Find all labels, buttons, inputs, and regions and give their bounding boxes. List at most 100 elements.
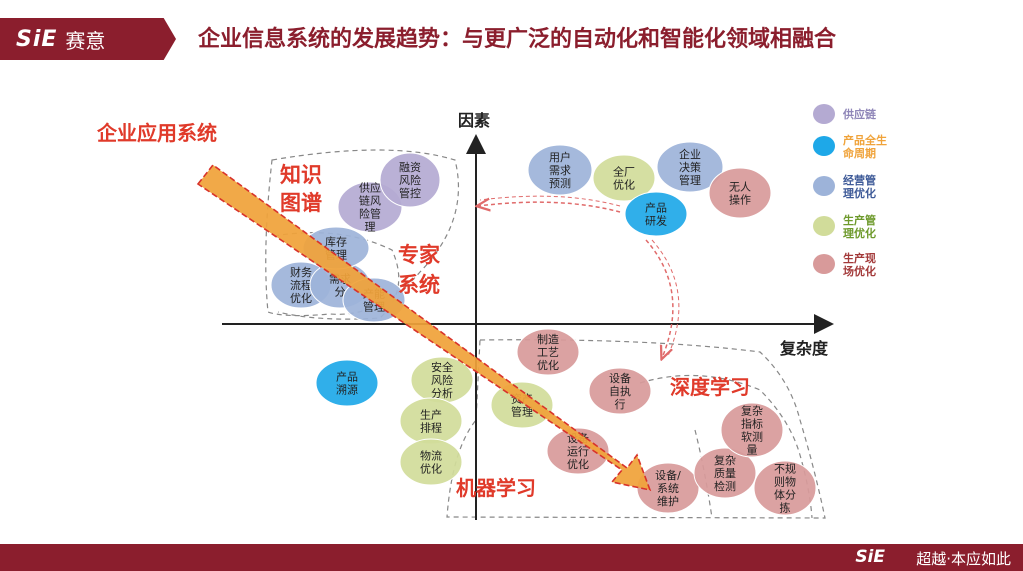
bubble-label-line: 物流 [420, 449, 442, 463]
legend-swatch [813, 104, 835, 124]
legend-item: 供应链 [813, 104, 877, 124]
flow-arrow-left-shadow [479, 195, 621, 207]
footer-bar: SiE 超越·本应如此 [0, 544, 1023, 571]
bubble-label-line: 优化 [567, 457, 589, 471]
brand-logo-word: 赛意 [65, 28, 106, 53]
bubble-label-line: 研发 [645, 214, 667, 228]
legend-label-line: 生产现 [843, 251, 876, 265]
bubble-label-line: 体分 [774, 488, 796, 502]
bubble-label-line: 险管 [359, 207, 381, 221]
bubble-shape [490, 381, 554, 429]
bubble-label-line: 运行 [567, 445, 589, 458]
bubble-shape [624, 191, 688, 237]
bubble-asset-management: 资产管理 [490, 381, 554, 429]
bubble-label-line: 软测 [741, 430, 763, 444]
bubble-label-line: 产品 [336, 370, 358, 384]
legend-label-line: 理优化 [843, 186, 876, 200]
knowledge-graph-label-line-1: 知识 [280, 163, 322, 187]
legend-label-line: 生产管 [843, 213, 876, 227]
bubble-label-line: 链风 [359, 194, 381, 208]
bubble-shape [720, 402, 784, 458]
bubble-label-line: 排程 [420, 421, 442, 435]
expert-system-label-line-2: 系统 [398, 273, 440, 297]
bubble-label-line: 优化 [420, 462, 442, 476]
bubble-shape [379, 152, 441, 208]
bubble-shape [693, 447, 757, 499]
bubble-label-line: 溯源 [336, 383, 358, 397]
flow-arrow-down-shadow [651, 239, 680, 357]
legend-label-line: 理优化 [843, 226, 876, 240]
bubble-label-line: 风险 [399, 173, 421, 187]
footer-slogan: 超越·本应如此 [916, 550, 1011, 568]
bubble-label-line: 自执 [609, 384, 631, 398]
bubble-label-line: 需求 [549, 164, 571, 177]
bubble-label-line: 流程 [290, 278, 312, 292]
bubble-label-line: 工艺 [537, 346, 559, 359]
legend-swatch [813, 136, 835, 156]
bubble-label-line: 企业 [679, 147, 701, 161]
legend-label-line: 命周期 [842, 146, 876, 160]
enterprise-apps-trend-arrow [196, 163, 652, 492]
bubble-label-line: 操作 [729, 193, 751, 207]
bubble-label-line: 优化 [613, 178, 635, 192]
bubble-label-line: 分析 [431, 386, 453, 400]
bubble-label-line: 决策 [679, 160, 701, 174]
bubble-label-line: 行 [615, 398, 626, 411]
bubble-label-line: 拣 [780, 501, 791, 515]
bubble-label-line: 设备/ [655, 468, 681, 482]
bubble-label-line: 预测 [549, 177, 571, 190]
legend-swatch [813, 254, 835, 274]
bubble-label-line: 理 [365, 221, 376, 234]
legend-label-line: 经营管 [843, 173, 876, 187]
legend-label-line: 产品全生 [843, 133, 887, 147]
enterprise-apps-label: 企业应用系统 [96, 121, 217, 145]
bubble-label-line: 维护 [657, 494, 679, 508]
bubble-label-line: 量 [747, 444, 758, 457]
bubble-label-line: 生产 [420, 408, 442, 422]
bubble-label-line: 复杂 [714, 453, 736, 467]
legend-swatch [813, 176, 835, 196]
bubble-label-line: 检测 [714, 479, 736, 493]
knowledge-graph-label-line-2: 图谱 [280, 191, 322, 215]
bubble-label-line: 优化 [290, 291, 312, 305]
legend-label-line: 供应链 [842, 107, 877, 121]
bubble-label-line: 设备 [609, 371, 631, 385]
bubble-shape [527, 144, 593, 196]
bubble-layer: 财务流程优化需求分库存管理供应链风险管理融资风险管控产能管理用户需求预测全厂优化… [270, 141, 817, 516]
footer-logo-mark: SiE [855, 547, 885, 567]
bubble-label-line: 融资 [399, 161, 421, 174]
page-title: 企业信息系统的发展趋势：与更广泛的自动化和智能化领域相融合 [198, 27, 837, 52]
bubble-label-line: 分 [335, 286, 346, 299]
bubble-shape [516, 328, 580, 376]
bubble-label-line: 供应 [359, 181, 381, 195]
bubble-label-line: 库存 [325, 235, 347, 249]
flow-arrow-left [478, 202, 621, 213]
bubble-label-line: 指标 [741, 417, 763, 431]
bubble-label-line: 不规 [774, 462, 796, 476]
bubble-label-line: 管理 [511, 405, 533, 419]
bubble-shape [588, 367, 652, 415]
bubble-shape [592, 154, 656, 202]
bubble-label-line: 全厂 [613, 165, 635, 179]
bubble-label-line: 制造 [537, 332, 559, 346]
bubble-shape [399, 438, 463, 486]
bubble-shape [546, 427, 610, 475]
